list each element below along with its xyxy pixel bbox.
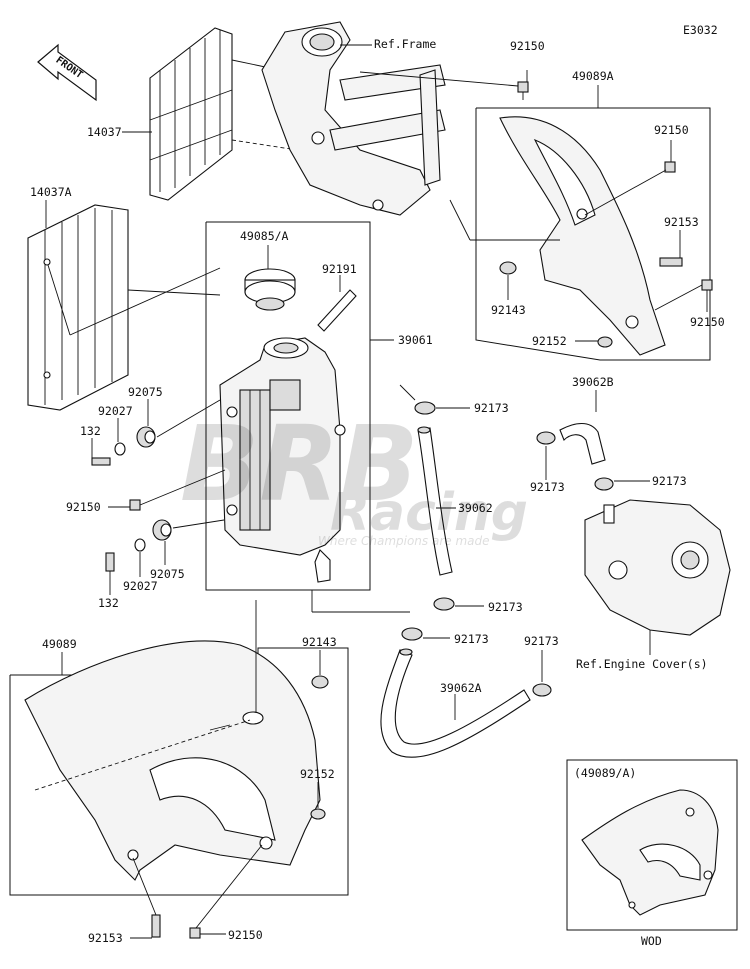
label-92173-d: 92173 — [488, 600, 523, 614]
radiator-cap-49085a[interactable] — [244, 268, 296, 311]
watermark-brand: BRB — [180, 403, 419, 525]
radiator-shroud-49089[interactable] — [24, 640, 321, 881]
bolt-92150-bottom[interactable] — [189, 927, 201, 939]
label-14037a: 14037A — [30, 185, 72, 199]
hose-39062a[interactable] — [380, 648, 531, 758]
inset-footer: WOD — [641, 934, 662, 948]
frame-reference — [261, 21, 446, 216]
diagram-code: E3032 — [683, 23, 718, 37]
ref-engine-cover-label: Ref.Engine Cover(s) — [576, 657, 708, 671]
radiator-39061[interactable] — [219, 337, 346, 583]
radiator-louver-14037a[interactable] — [27, 204, 129, 411]
bolt-92150-shroud-top[interactable] — [664, 161, 676, 173]
label-92150-top: 92150 — [510, 39, 545, 53]
clamp-92173-d[interactable] — [433, 597, 455, 611]
label-92191: 92191 — [322, 262, 357, 276]
label-92075-bottom: 92075 — [150, 567, 185, 581]
brb-racing-watermark: BRB Racing Where Champions are made — [180, 403, 528, 548]
damper-92075-bottom[interactable] — [152, 519, 172, 541]
grommet-92143-shroud[interactable] — [499, 261, 517, 275]
label-92143-bottom: 92143 — [302, 635, 337, 649]
bolt-92153-shroud[interactable] — [659, 257, 683, 267]
clamp-92173-b[interactable] — [536, 431, 556, 445]
clamp-92173-f[interactable] — [532, 683, 552, 697]
collar-92027-bottom[interactable] — [134, 538, 146, 552]
clamp-92173-c[interactable] — [594, 477, 614, 491]
bolt-132-bottom[interactable] — [105, 552, 115, 572]
label-92150-bottom: 92150 — [228, 928, 263, 942]
inset-frame — [566, 759, 738, 931]
label-92153-shroud: 92153 — [664, 215, 699, 229]
label-14037: 14037 — [87, 125, 122, 139]
collar-92152-bottom[interactable] — [310, 808, 326, 820]
radiator-louver-14037[interactable] — [149, 27, 233, 201]
inset-title: (49089/A) — [574, 766, 636, 780]
ref-frame-label: Ref.Frame — [374, 37, 436, 51]
watermark-tagline: Where Champions are made — [318, 534, 490, 548]
clamp-92173-e[interactable] — [401, 627, 423, 641]
bolt-132-top[interactable] — [91, 457, 111, 466]
label-49085a: 49085/A — [240, 229, 289, 243]
bolt-92150-left[interactable] — [129, 499, 141, 511]
label-39062a: 39062A — [440, 681, 482, 695]
label-92152-shroud: 92152 — [532, 334, 567, 348]
label-92173-f: 92173 — [524, 634, 559, 648]
engine-cover-reference — [584, 499, 731, 636]
label-92027-bottom: 92027 — [123, 579, 158, 593]
label-92152-bottom: 92152 — [300, 767, 335, 781]
bolt-92150-shroud-right[interactable] — [701, 279, 713, 291]
breather-hose-92191[interactable] — [317, 289, 357, 332]
hose-39062b[interactable] — [559, 422, 606, 465]
label-92153-bottom: 92153 — [88, 931, 123, 945]
clamp-92173-a[interactable] — [414, 401, 436, 415]
label-92173-c: 92173 — [652, 474, 687, 488]
label-132-top: 132 — [80, 424, 101, 438]
label-39061: 39061 — [398, 333, 433, 347]
label-49089a: 49089A — [572, 69, 614, 83]
label-92173-b: 92173 — [530, 480, 565, 494]
collar-92152-shroud[interactable] — [597, 336, 613, 348]
damper-92075-top[interactable] — [136, 426, 156, 448]
label-49089: 49089 — [42, 637, 77, 651]
label-39062b: 39062B — [572, 375, 614, 389]
label-132-bottom: 132 — [98, 596, 119, 610]
label-92075-top: 92075 — [128, 385, 163, 399]
label-92150-shroud-right: 92150 — [690, 315, 725, 329]
label-92150-shroud-top: 92150 — [654, 123, 689, 137]
watermark-sub: Racing — [330, 483, 528, 543]
label-92150-left: 92150 — [66, 500, 101, 514]
front-arrow-icon: FRONT — [37, 43, 97, 102]
label-92173-a: 92173 — [474, 401, 509, 415]
label-92143-shroud: 92143 — [491, 303, 526, 317]
bolt-92150-top[interactable] — [517, 81, 529, 100]
radiator-shroud-49089a[interactable] — [499, 116, 666, 356]
collar-92027-top[interactable] — [114, 442, 126, 456]
label-92027-top: 92027 — [98, 404, 133, 418]
bolt-92153-bottom[interactable] — [151, 914, 161, 938]
grommet-92143-bottom[interactable] — [311, 675, 329, 689]
hose-39062[interactable] — [417, 426, 453, 576]
label-92173-e: 92173 — [454, 632, 489, 646]
radiator-shroud-49089a-inset[interactable] — [581, 789, 719, 916]
label-39062: 39062 — [458, 501, 493, 515]
